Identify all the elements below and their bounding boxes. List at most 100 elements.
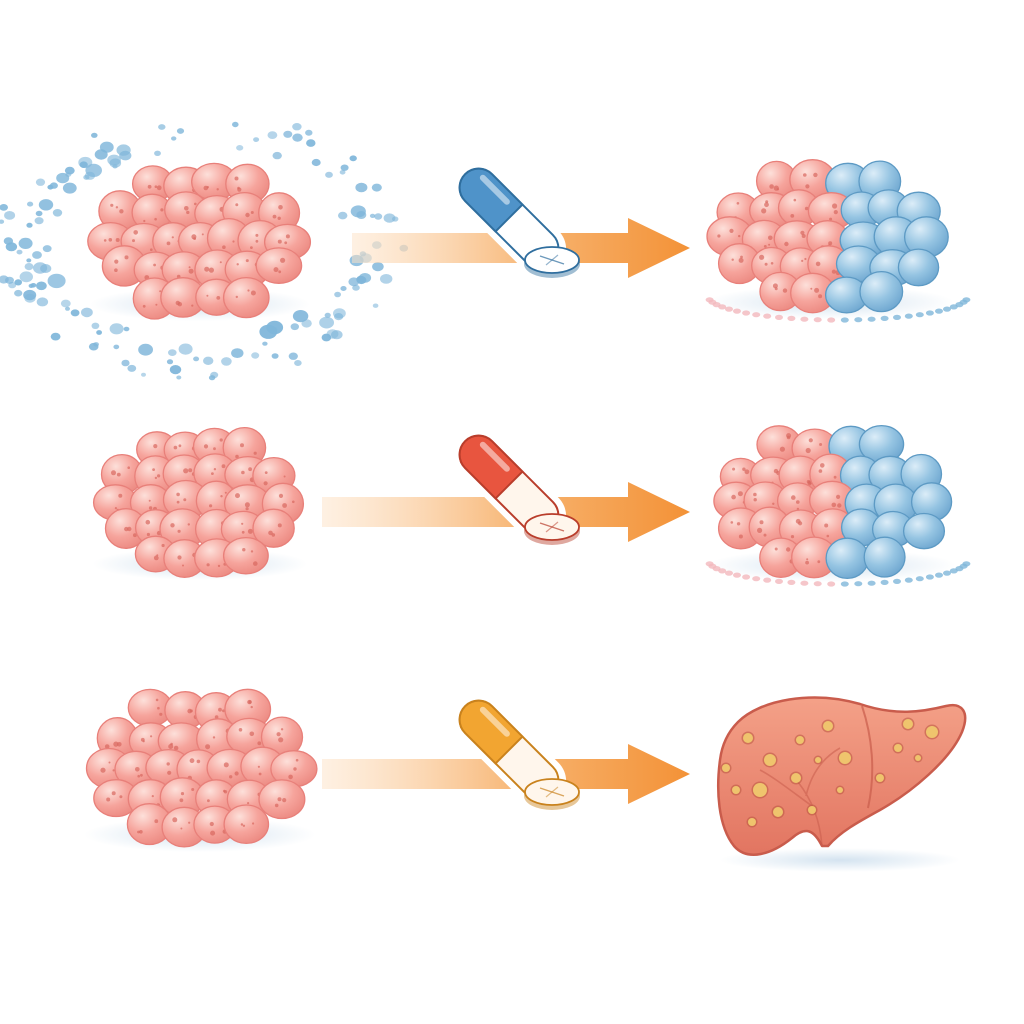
lesion-spot bbox=[743, 733, 753, 743]
droplet-icon bbox=[733, 308, 741, 314]
cell-spot bbox=[282, 503, 287, 508]
droplet-icon bbox=[266, 320, 284, 335]
droplet-icon bbox=[4, 211, 16, 220]
lesion-spot bbox=[764, 754, 776, 766]
droplet-icon bbox=[50, 332, 61, 341]
cell-spot bbox=[250, 246, 253, 250]
tumor-cell bbox=[222, 536, 269, 575]
cell-spot bbox=[791, 495, 796, 500]
cell-spot bbox=[214, 715, 219, 719]
droplet-icon bbox=[880, 315, 889, 321]
droplet-icon bbox=[290, 323, 299, 331]
drug-row-3 bbox=[451, 692, 580, 810]
droplet-icon bbox=[176, 128, 185, 134]
lesion-spot bbox=[796, 736, 804, 744]
droplet-icon bbox=[168, 349, 177, 356]
capsule-half bbox=[458, 699, 524, 765]
cell-spot bbox=[732, 467, 736, 471]
cell-spot bbox=[104, 744, 110, 749]
tumor-cell bbox=[258, 779, 306, 820]
cell-spot bbox=[213, 468, 217, 471]
droplet-icon bbox=[893, 314, 901, 320]
droplet-icon bbox=[166, 359, 174, 365]
droplet-icon bbox=[94, 149, 108, 160]
liver-lobe-line bbox=[861, 705, 874, 809]
droplet-icon bbox=[231, 348, 244, 358]
droplet-icon bbox=[0, 219, 5, 224]
cell-spot bbox=[264, 471, 268, 474]
cell-spot bbox=[157, 474, 161, 478]
cell-spot bbox=[250, 211, 254, 214]
droplet-icon bbox=[374, 213, 383, 220]
droplet-icon bbox=[752, 576, 761, 582]
droplet-icon bbox=[28, 283, 34, 288]
cell-spot bbox=[124, 255, 129, 260]
cell-spot bbox=[205, 744, 211, 750]
cell-spot bbox=[188, 268, 194, 274]
cell-spot bbox=[186, 210, 190, 215]
lesion-spot bbox=[915, 755, 921, 761]
droplet-icon bbox=[109, 323, 124, 335]
cell-spot bbox=[826, 534, 830, 538]
source-cluster-row-3 bbox=[85, 688, 318, 848]
cell-spot bbox=[244, 502, 250, 508]
cell-spot bbox=[257, 765, 260, 768]
liver-icon bbox=[716, 696, 967, 856]
droplet-icon bbox=[383, 213, 396, 223]
droplet-icon bbox=[208, 375, 216, 381]
cell-spot bbox=[176, 500, 180, 504]
droplet-icon bbox=[14, 289, 23, 297]
cell-spot bbox=[222, 245, 226, 249]
droplet-icon bbox=[840, 581, 849, 587]
droplet-icon bbox=[123, 326, 130, 332]
droplet-icon bbox=[915, 312, 924, 318]
droplet-icon bbox=[915, 576, 924, 582]
cell-spot bbox=[113, 741, 119, 747]
droplet-icon bbox=[324, 312, 331, 318]
cell-spot bbox=[191, 788, 195, 791]
tablet-score bbox=[545, 521, 559, 533]
cell-spot bbox=[806, 558, 809, 561]
droplet-icon bbox=[24, 293, 36, 303]
cell-spot bbox=[219, 261, 222, 264]
result-cluster-row-2 bbox=[713, 424, 953, 580]
cell-spot bbox=[280, 728, 284, 731]
cell-spot bbox=[729, 228, 734, 233]
cell-spot bbox=[808, 438, 813, 443]
droplet-icon bbox=[85, 163, 102, 177]
cell-spot bbox=[127, 526, 132, 532]
droplet-icon bbox=[813, 317, 822, 323]
cell-spot bbox=[731, 258, 734, 261]
capsule-shine bbox=[479, 174, 510, 205]
cell-spot bbox=[116, 472, 121, 477]
droplet-icon bbox=[8, 281, 17, 289]
cell-spot bbox=[804, 206, 809, 211]
cell-spot bbox=[247, 699, 252, 705]
cell-spot bbox=[108, 238, 113, 242]
cell-spot bbox=[154, 217, 157, 221]
droplet-icon bbox=[718, 568, 727, 574]
droplet-icon bbox=[292, 310, 309, 323]
cell-spot bbox=[284, 241, 288, 245]
lesion-spot bbox=[791, 773, 801, 783]
cell-spot bbox=[768, 243, 771, 246]
droplet-icon bbox=[943, 570, 951, 576]
cell-spot bbox=[278, 270, 282, 274]
droplet-icon bbox=[52, 209, 63, 217]
cell-spot bbox=[738, 257, 744, 263]
droplet-icon bbox=[171, 136, 177, 141]
cell-spot bbox=[115, 238, 120, 242]
droplet-icon bbox=[154, 150, 161, 156]
cell-spot bbox=[114, 507, 117, 510]
droplet-icon bbox=[283, 130, 293, 138]
cell-spot bbox=[738, 234, 741, 238]
cell-spot bbox=[831, 502, 837, 508]
cell-spot bbox=[194, 202, 197, 206]
result-liver-row-3-shadow bbox=[720, 848, 960, 872]
cell-spot bbox=[805, 447, 811, 454]
capsule-half bbox=[458, 434, 524, 500]
droplet-icon bbox=[65, 306, 70, 311]
droplet-icon bbox=[880, 579, 889, 586]
cell-spot bbox=[229, 775, 233, 779]
droplet-icon bbox=[340, 286, 347, 291]
